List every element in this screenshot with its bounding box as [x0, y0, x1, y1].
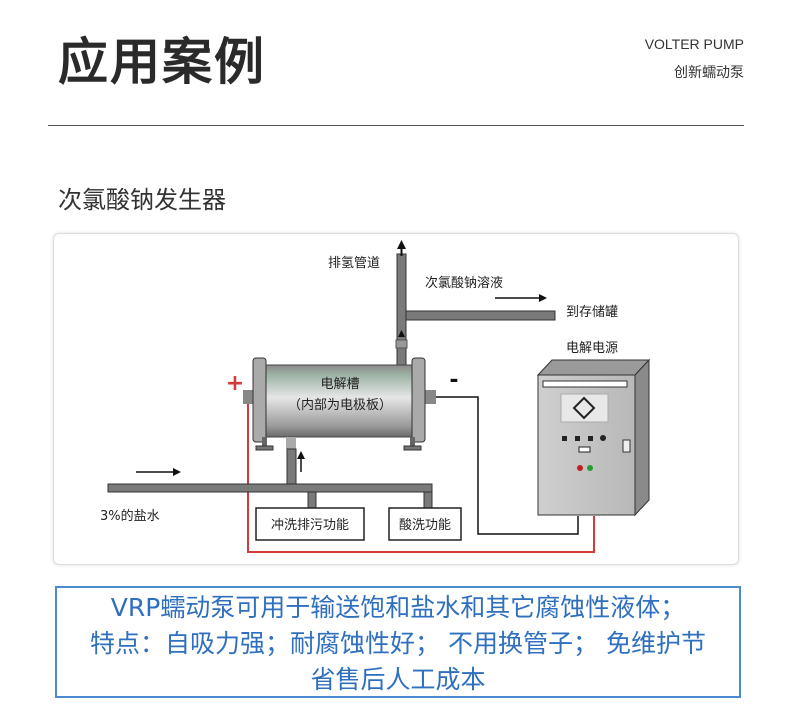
label-cell-note: （内部为电极板） [288, 397, 392, 413]
page-title: 应用案例 [58, 33, 266, 91]
brine-pipe [107, 448, 433, 509]
divider [48, 125, 744, 126]
label-solution: 次氯酸钠溶液 [425, 275, 503, 291]
note-line-1: VRP蠕动泵可用于输送饱和盐水和其它腐蚀性液体； [110, 593, 686, 622]
brine-arrow-icon [136, 468, 181, 476]
flow-arrow-up-icon [297, 451, 305, 472]
minus-sign: - [449, 368, 458, 393]
electrolytic-cell [243, 357, 436, 451]
hydrogen-pipe [395, 240, 556, 367]
feature-note-box: VRP蠕动泵可用于输送饱和盐水和其它腐蚀性液体； 特点：自吸力强；耐腐蚀性好； … [55, 586, 741, 698]
label-flush: 冲洗排污功能 [271, 518, 349, 533]
negative-wire [436, 396, 579, 535]
section-title: 次氯酸钠发生器 [58, 186, 226, 214]
label-power-supply: 电解电源 [566, 341, 618, 356]
plus-sign: + [226, 371, 244, 396]
label-brine: 3%的盐水 [100, 508, 160, 524]
flush-box [255, 507, 365, 541]
note-line-3: 省售后人工成本 [310, 665, 486, 694]
power-supply-cabinet [536, 358, 651, 517]
label-cell: 电解槽 [320, 377, 359, 392]
label-acid-wash: 酸洗功能 [399, 518, 451, 533]
positive-wire [247, 402, 595, 553]
label-hydrogen-pipe: 排氢管道 [328, 256, 380, 271]
label-to-tank: 到存储罐 [566, 305, 618, 320]
note-line-2: 特点：自吸力强；耐腐蚀性好； 不用换管子； 免维护节 [90, 629, 706, 658]
flow-arrow-right-icon [495, 294, 547, 302]
brand-slogan: 创新蠕动泵 [674, 65, 744, 81]
brand-name-en: VOLTER PUMP [644, 36, 744, 52]
acid-wash-box [388, 507, 462, 541]
